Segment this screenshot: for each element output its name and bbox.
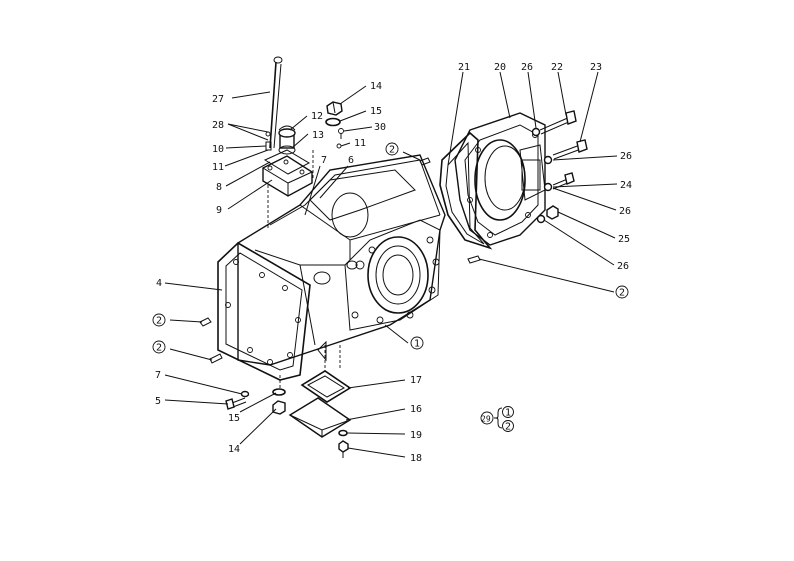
bolt-part-30 (338, 128, 344, 139)
callout-26-b: 26 (620, 151, 632, 162)
dowel-pins-part-2 (199, 157, 481, 364)
washer-part-7-lower (240, 390, 250, 398)
callout-16: 16 (410, 404, 422, 415)
legend-item-2: 2 (505, 422, 511, 433)
callout-8: 8 (216, 182, 222, 193)
assembly-legend: 29 1 2 (480, 406, 514, 433)
cover-gasket-part-8 (263, 149, 311, 175)
nut-part-25 (546, 205, 559, 220)
legend-assembly-number: 29 (481, 415, 491, 424)
callout-labels: 27 28 10 11 8 9 12 13 14 15 30 11 7 6 2 … (152, 62, 632, 464)
top-cover-plate-part-9 (262, 155, 313, 197)
callout-24: 24 (620, 180, 632, 191)
washer-part-26-c (543, 182, 553, 192)
svg-text:2: 2 (156, 316, 162, 327)
callout-10: 10 (212, 144, 224, 155)
left-side-gasket-part-4 (217, 242, 311, 381)
callout-27: 27 (212, 94, 224, 105)
dipstick-part-27 (269, 56, 283, 149)
callout-7-lower: 7 (155, 370, 161, 381)
callout-11: 11 (212, 162, 224, 173)
callout-30: 30 (374, 122, 386, 133)
callout-4: 4 (156, 278, 162, 289)
callout-25: 25 (618, 234, 630, 245)
callout-7-top: 7 (321, 155, 327, 166)
filler-cap-part-12-13 (278, 125, 296, 155)
callout-23: 23 (590, 62, 602, 73)
callout-26-c: 26 (619, 206, 631, 217)
callout-12: 12 (311, 111, 323, 122)
callout-19: 19 (410, 430, 422, 441)
callout-1: 1 (410, 336, 424, 350)
callout-14-lower: 14 (228, 444, 240, 455)
washer-part-26-b (543, 155, 553, 165)
callout-2-left-b: 2 (152, 340, 166, 354)
svg-text:2: 2 (619, 288, 625, 299)
plug-part-14-top (326, 101, 343, 116)
callout-2-right: 2 (615, 285, 629, 299)
svg-text:2: 2 (156, 343, 162, 354)
callout-28: 28 (212, 120, 224, 131)
main-housing-part-1 (237, 150, 446, 370)
callout-15-top: 15 (370, 106, 382, 117)
callout-22: 22 (551, 62, 563, 73)
callout-15-lower: 15 (228, 413, 240, 424)
callout-26-d: 26 (617, 261, 629, 272)
callout-13: 13 (312, 130, 324, 141)
bottom-cover-part-16 (288, 397, 352, 438)
callout-2-top: 2 (385, 142, 399, 156)
callout-2-left-a: 2 (152, 313, 166, 327)
svg-text:2: 2 (389, 145, 395, 156)
callout-20: 20 (494, 62, 506, 73)
bottom-gasket-part-17 (300, 370, 352, 403)
washer-part-15-lower (272, 388, 286, 396)
callout-5: 5 (155, 396, 161, 407)
washer-part-26-d (536, 214, 546, 224)
plug-part-14-lower (272, 400, 286, 415)
callout-6: 6 (348, 155, 354, 166)
callout-26-top: 26 (521, 62, 533, 73)
leader-lines (164, 71, 618, 458)
svg-text:1: 1 (414, 339, 420, 350)
washer-part-15-top (325, 117, 341, 127)
bolt-part-11-right (336, 143, 342, 149)
washer-part-26-a (531, 127, 541, 137)
bolt-part-23 (552, 139, 588, 160)
callout-21: 21 (458, 62, 470, 73)
callout-9: 9 (216, 205, 222, 216)
flywheel-gasket-part-21 (439, 131, 493, 250)
bolt-part-22 (539, 110, 577, 135)
callout-18: 18 (410, 453, 422, 464)
stud-part-24 (552, 172, 575, 190)
bolt-part-5 (225, 397, 247, 410)
bolt-part-18 (338, 440, 349, 458)
callout-14-top: 14 (370, 81, 382, 92)
callout-17: 17 (410, 375, 422, 386)
callout-11-right: 11 (354, 138, 366, 149)
legend-item-1: 1 (505, 408, 511, 419)
washer-part-19 (338, 429, 348, 437)
